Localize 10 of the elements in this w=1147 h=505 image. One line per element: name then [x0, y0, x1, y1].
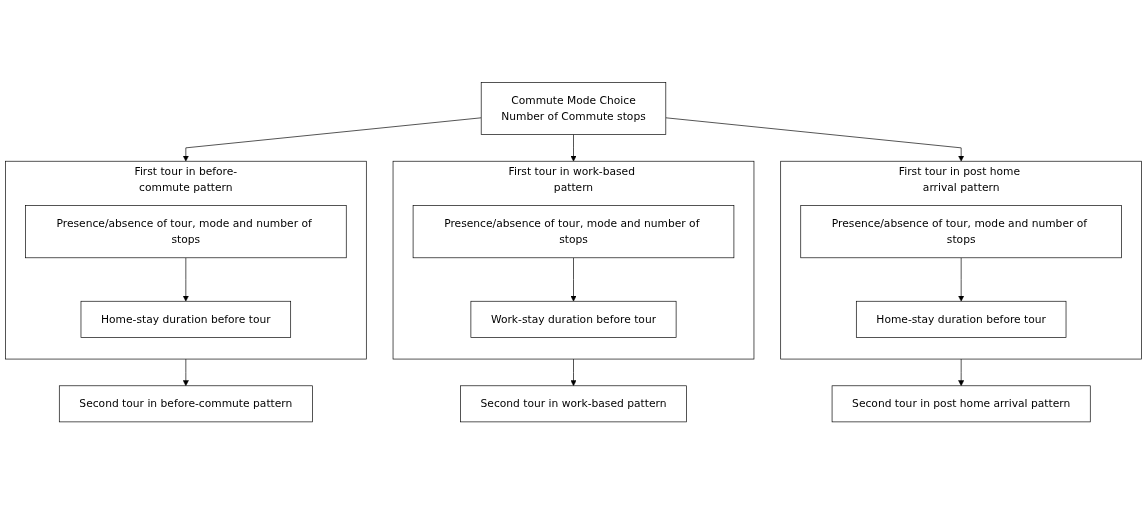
node-box: Presence/absence of tour, mode and number of stops — [25, 205, 347, 259]
node-box: Presence/absence of tour, mode and number of stops — [800, 205, 1122, 259]
node-box: Second tour in post home arrival pattern — [831, 385, 1091, 423]
node-box: Commute Mode Choice Number of Commute stops — [480, 82, 667, 136]
node-box: Home-stay duration before tour — [855, 301, 1067, 339]
node-box: Second tour in before-commute pattern — [58, 385, 313, 423]
node-box: Home-stay duration before tour — [80, 301, 292, 339]
node-box: Presence/absence of tour, mode and number of stops — [412, 205, 735, 259]
node-box: Work-stay duration before tour — [470, 301, 677, 339]
node-box: Second tour in work-based pattern — [460, 385, 687, 423]
